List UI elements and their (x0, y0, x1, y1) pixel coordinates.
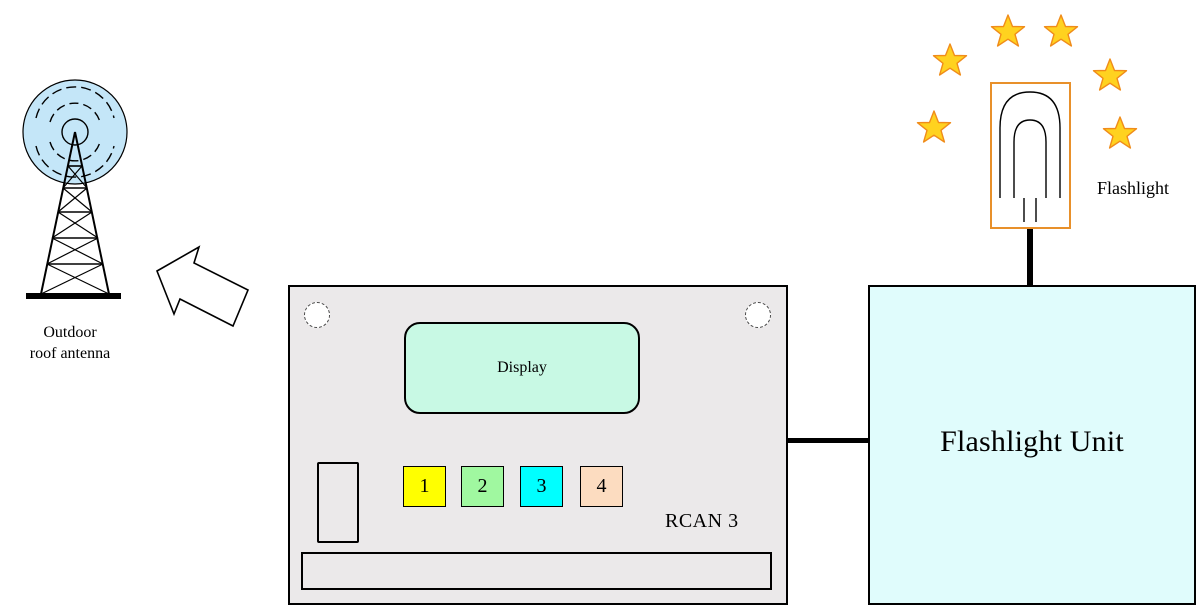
display-label: Display (497, 359, 547, 376)
star-icon-5 (916, 110, 952, 143)
key-1-label: 1 (419, 475, 430, 497)
radio-tower-icon (22, 79, 128, 299)
rcan-label: RCAN 3 (665, 510, 739, 532)
star-icon-6 (1102, 116, 1138, 149)
star-icon-1 (990, 14, 1026, 47)
key-2[interactable]: 2 (461, 466, 504, 507)
antenna-label-line2: roof antenna (29, 345, 111, 362)
star-icon-4 (1092, 58, 1128, 91)
star-icon-2 (1043, 14, 1079, 47)
key-4-label: 4 (596, 475, 607, 497)
key-1[interactable]: 1 (403, 466, 446, 507)
star-icon-3 (932, 43, 968, 76)
flashlight-frame (990, 82, 1071, 229)
flashlight-label: Flashlight (1097, 178, 1170, 198)
antenna-label-line1: Outdoor (43, 324, 97, 341)
connector-unit-to-flashlight (1027, 228, 1033, 286)
mount-hole-right (745, 302, 771, 328)
key-2-label: 2 (477, 475, 488, 497)
display-panel: Display (404, 322, 640, 414)
arrow-up-left-icon (156, 245, 250, 328)
bottom-bar (301, 552, 772, 590)
key-3[interactable]: 3 (520, 466, 563, 507)
side-slot (317, 462, 359, 543)
connector-rcan-to-unit (788, 438, 871, 443)
mount-hole-left (304, 302, 330, 328)
flashlight-unit-label: Flashlight Unit (940, 425, 1124, 458)
light-bulb-icon (999, 91, 1061, 222)
flashlight-unit: Flashlight Unit (868, 285, 1196, 605)
antenna-label: Outdoor roof antenna (6, 322, 134, 364)
key-4[interactable]: 4 (580, 466, 623, 507)
key-3-label: 3 (536, 475, 547, 497)
